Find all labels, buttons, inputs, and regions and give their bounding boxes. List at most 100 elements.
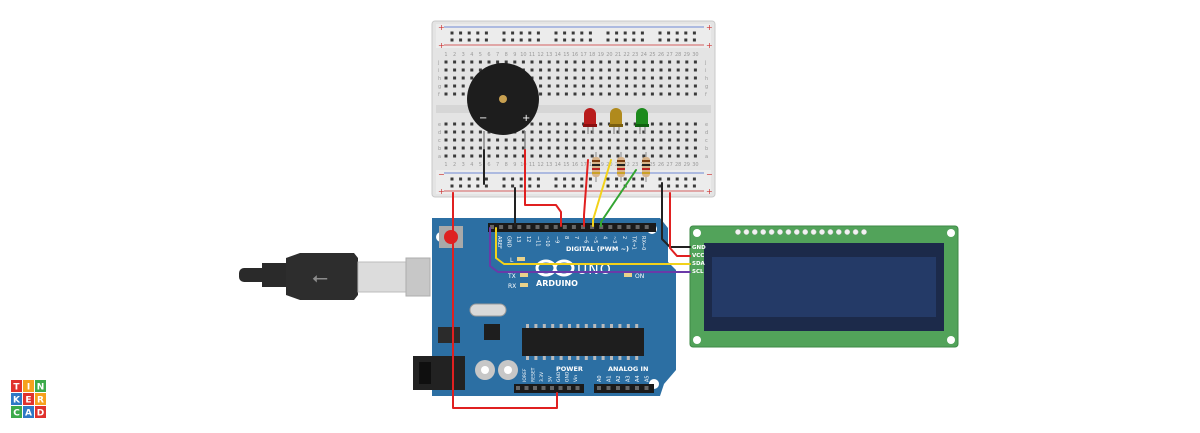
wire-led-red[interactable] xyxy=(583,159,589,227)
rail-hole xyxy=(606,177,610,181)
header-pin xyxy=(626,225,631,229)
digital-pin-label: ~10 xyxy=(544,236,550,247)
column-label: 11 xyxy=(529,162,535,168)
wire-lcd-vcc[interactable] xyxy=(669,192,691,257)
breadboard-hole xyxy=(444,84,448,88)
breadboard-hole xyxy=(642,92,646,96)
rail-hole xyxy=(467,31,471,35)
resistor-band xyxy=(642,172,650,174)
rail-hole xyxy=(459,177,463,181)
breadboard-hole xyxy=(633,146,637,150)
wire-lcd-scl[interactable] xyxy=(489,227,691,273)
chip-pin xyxy=(593,356,597,360)
lcd-pad xyxy=(735,229,741,235)
rail-hole xyxy=(502,177,506,181)
buzzer-center xyxy=(499,95,507,103)
rail-hole xyxy=(519,38,523,42)
wires[interactable] xyxy=(452,149,691,409)
breadboard-hole xyxy=(530,68,534,72)
breadboard-hole xyxy=(521,130,525,134)
breadboard-hole xyxy=(487,154,491,158)
breadboard-hole xyxy=(444,146,448,150)
column-label: 14 xyxy=(555,52,561,58)
reset-button[interactable] xyxy=(444,230,458,244)
led-rx xyxy=(520,283,528,287)
header-pin xyxy=(517,225,522,229)
digital-pin-label: 8 xyxy=(563,236,569,239)
column-label: 27 xyxy=(666,52,672,58)
led-on-label: ON xyxy=(635,273,644,280)
header-pin xyxy=(616,386,620,390)
crystal-oscillator xyxy=(469,303,507,317)
board-name: UNO xyxy=(577,262,612,278)
rail-hole xyxy=(484,31,488,35)
resistor-2[interactable] xyxy=(617,152,625,182)
analog-pin-label: A2 xyxy=(616,375,622,382)
breadboard-hole xyxy=(547,154,551,158)
rail-hole xyxy=(623,31,627,35)
chip-pin xyxy=(526,356,529,360)
breadboard-hole xyxy=(685,154,689,158)
column-label: 10 xyxy=(520,52,526,58)
breadboard-hole xyxy=(539,60,543,64)
rail-hole xyxy=(692,38,696,42)
rail-hole xyxy=(450,31,454,35)
chip-pin xyxy=(618,324,622,328)
breadboard-hole xyxy=(547,68,551,72)
breadboard-hole xyxy=(461,138,465,142)
usb-chip xyxy=(484,324,500,340)
wire-5v[interactable] xyxy=(452,192,558,409)
rail-hole xyxy=(640,38,644,42)
breadboard-hole xyxy=(659,130,663,134)
led-yellow-base xyxy=(609,124,623,127)
rail-hole xyxy=(606,184,610,188)
column-label: 22 xyxy=(623,52,629,58)
rail-hole xyxy=(615,177,619,181)
usb-cable[interactable]: ⭠ xyxy=(239,253,431,300)
led-green[interactable] xyxy=(635,108,649,134)
led-yellow[interactable] xyxy=(609,108,623,134)
column-label: 16 xyxy=(572,52,578,58)
column-label: 26 xyxy=(658,52,664,58)
breadboard-hole xyxy=(547,138,551,142)
breadboard-hole xyxy=(564,138,568,142)
digital-pin-label: RX←0 xyxy=(640,236,646,250)
breadboard-hole xyxy=(676,130,680,134)
breadboard-hole xyxy=(470,122,474,126)
resistor-1[interactable] xyxy=(592,152,600,182)
chip-pin xyxy=(526,324,529,328)
breadboard-hole xyxy=(668,60,672,64)
usb-strain-relief xyxy=(262,263,288,287)
wire-led-yellow[interactable] xyxy=(592,159,612,227)
chip-pin xyxy=(559,324,563,328)
usb-cable-end xyxy=(239,268,267,282)
breadboard-hole xyxy=(556,84,560,88)
column-label: 23 xyxy=(632,162,638,168)
breadboard-hole xyxy=(685,68,689,72)
wire-lcd-sda[interactable] xyxy=(495,227,691,265)
column-label: 29 xyxy=(684,52,690,58)
logo-letter: K xyxy=(13,396,21,406)
breadboard-hole xyxy=(607,84,611,88)
led-red[interactable] xyxy=(583,108,597,134)
resistor-3[interactable] xyxy=(642,152,650,182)
breadboard-hole xyxy=(547,60,551,64)
lcd-pad xyxy=(835,229,842,235)
rail-hole xyxy=(588,177,592,181)
breadboard-hole xyxy=(478,68,482,72)
piezo-buzzer[interactable]: − + xyxy=(467,63,539,150)
wire-led-green[interactable] xyxy=(600,169,637,227)
breadboard-hole xyxy=(642,60,646,64)
chip-pin xyxy=(568,356,571,360)
column-label: 15 xyxy=(563,162,569,168)
rail-hole xyxy=(476,38,480,42)
wire-buzzer-signal[interactable] xyxy=(524,149,562,227)
breadboard-hole xyxy=(496,60,500,64)
breadboard-hole xyxy=(650,60,654,64)
row-label: c xyxy=(438,138,441,144)
wire-lcd-gnd[interactable] xyxy=(661,182,691,248)
breadboard-hole xyxy=(461,154,465,158)
